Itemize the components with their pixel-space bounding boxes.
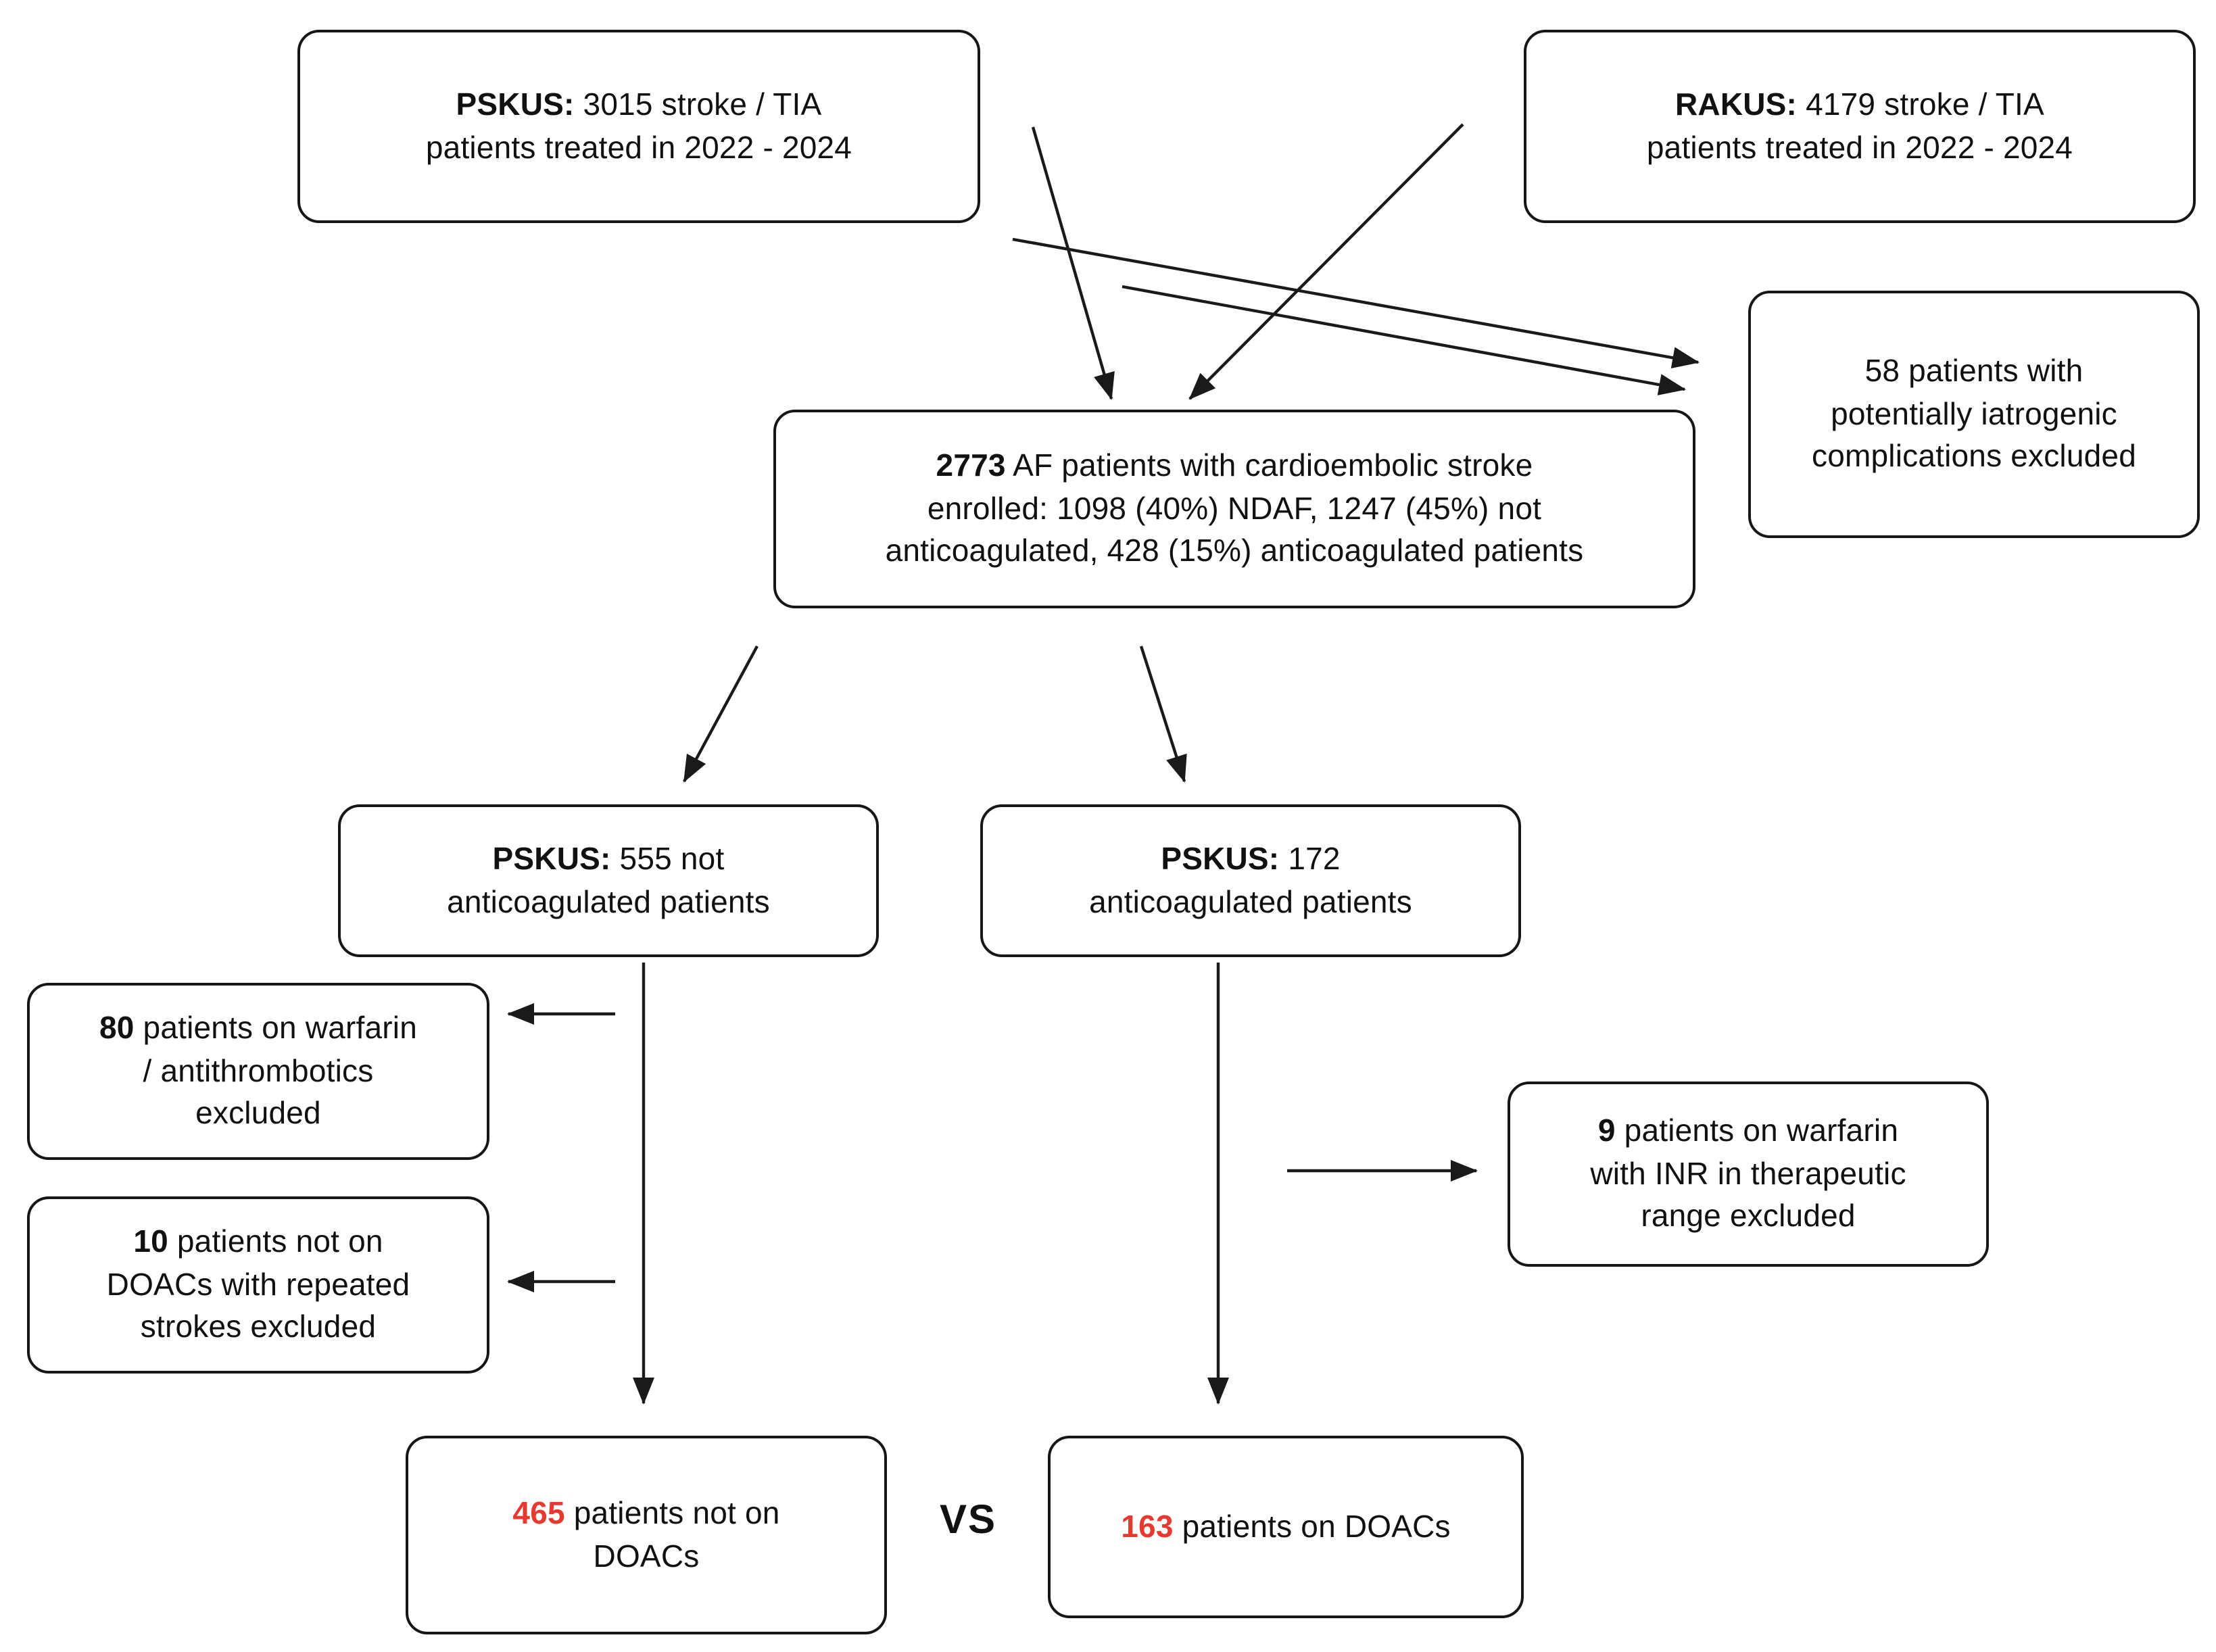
- arrow-pskus-to-excluded-58: [1012, 237, 1700, 369]
- arrow-pskus-to-enrolled: [1031, 126, 1115, 400]
- node-on-doacs-163: 163 patients on DOACs: [1048, 1436, 1524, 1618]
- node-excluded-80: 80 patients on warfarin/ antithrombotics…: [27, 983, 489, 1160]
- node-enrolled-2773: 2773 AF patients with cardioembolic stro…: [773, 410, 1695, 608]
- node-enrolled-2773-text: 2773 AF patients with cardioembolic stro…: [885, 447, 1584, 568]
- node-on-doacs-163-text: 163 patients on DOACs: [1121, 1508, 1451, 1544]
- vs-label: VS: [939, 1498, 997, 1542]
- arrow-enrolled-to-pskus-172: [1139, 646, 1187, 783]
- node-excluded-80-text: 80 patients on warfarin/ antithrombotics…: [99, 1009, 417, 1131]
- arrow-rakus-to-enrolled: [1188, 123, 1464, 400]
- arrow-enrolled-to-pskus-555: [683, 645, 758, 783]
- arrow-rakus-to-excluded-58: [1122, 285, 1686, 395]
